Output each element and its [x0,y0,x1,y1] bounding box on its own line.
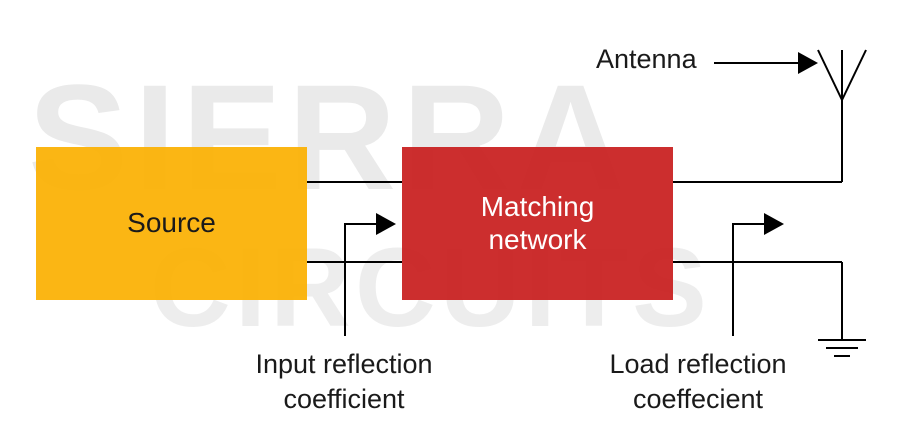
antenna-label: Antenna [596,44,697,74]
ground-icon [818,339,866,357]
input-reflection-line-2: coefficient [283,384,405,415]
load-reflection-arrow-line [732,223,766,336]
matching-label-line-1: Matching [480,191,595,223]
matching-network-block: Matching network [402,147,673,300]
input-reflection-line-1: Input reflection [255,349,433,379]
load-reflection-line-1: Load reflection [609,349,787,379]
input-reflection-arrow-line [344,223,378,336]
input-reflection-arrow-head [376,213,396,235]
load-reflection-arrow-head [764,213,784,235]
antenna-icon [817,49,867,101]
input-reflection-label: Input reflection coefficient [238,347,450,417]
load-reflection-line-2: coeffecient [632,384,764,415]
matching-label-line-2: network [488,223,587,255]
load-reflection-label: Load reflection coeffecient [592,347,804,417]
antenna-arrow-head [798,52,818,74]
source-label: Source [127,207,216,239]
source-block: Source [36,147,307,300]
